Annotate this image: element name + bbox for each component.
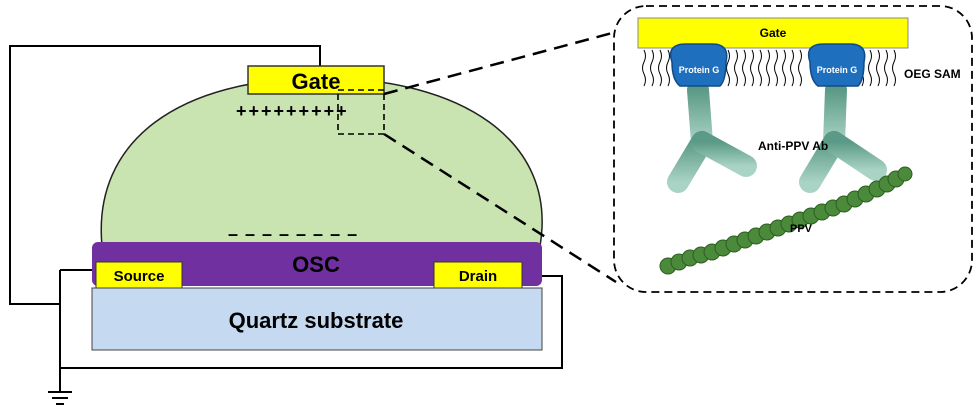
osc-layer bbox=[92, 242, 542, 286]
antibody-2 bbox=[799, 79, 887, 193]
gate-label: Gate bbox=[292, 69, 341, 94]
source-electrode bbox=[95, 261, 183, 289]
drain-label: Drain bbox=[459, 268, 497, 285]
circuit-wires bbox=[9, 45, 563, 392]
oeg-sam-label: OEG SAM bbox=[904, 67, 961, 81]
ppv-label: PPV bbox=[790, 223, 813, 235]
source-label: Source bbox=[114, 268, 165, 285]
ppv-chain bbox=[659, 166, 913, 275]
zoom-gate-label: Gate bbox=[760, 26, 787, 40]
negative-charges: – – – – – – – – bbox=[228, 224, 358, 244]
ground-symbol bbox=[48, 391, 72, 405]
quartz-substrate bbox=[91, 287, 543, 351]
zoom-gate-electrode bbox=[637, 17, 909, 49]
antibody-1 bbox=[667, 79, 757, 193]
substrate-label: Quartz substrate bbox=[229, 308, 404, 333]
protein-g-2-label: Protein G bbox=[817, 65, 858, 75]
positive-charges: +++++++++ bbox=[236, 101, 349, 121]
osc-label: OSC bbox=[292, 252, 340, 277]
protein-g-1-label: Protein G bbox=[679, 65, 720, 75]
zoom-connector-lines bbox=[383, 30, 617, 284]
zoom-source-box bbox=[337, 89, 385, 135]
protein-g-2 bbox=[807, 43, 866, 87]
protein-g-1 bbox=[669, 43, 728, 87]
oeg-sam-chains bbox=[642, 49, 896, 87]
antibody-label: Anti-PPV Ab bbox=[758, 139, 828, 153]
